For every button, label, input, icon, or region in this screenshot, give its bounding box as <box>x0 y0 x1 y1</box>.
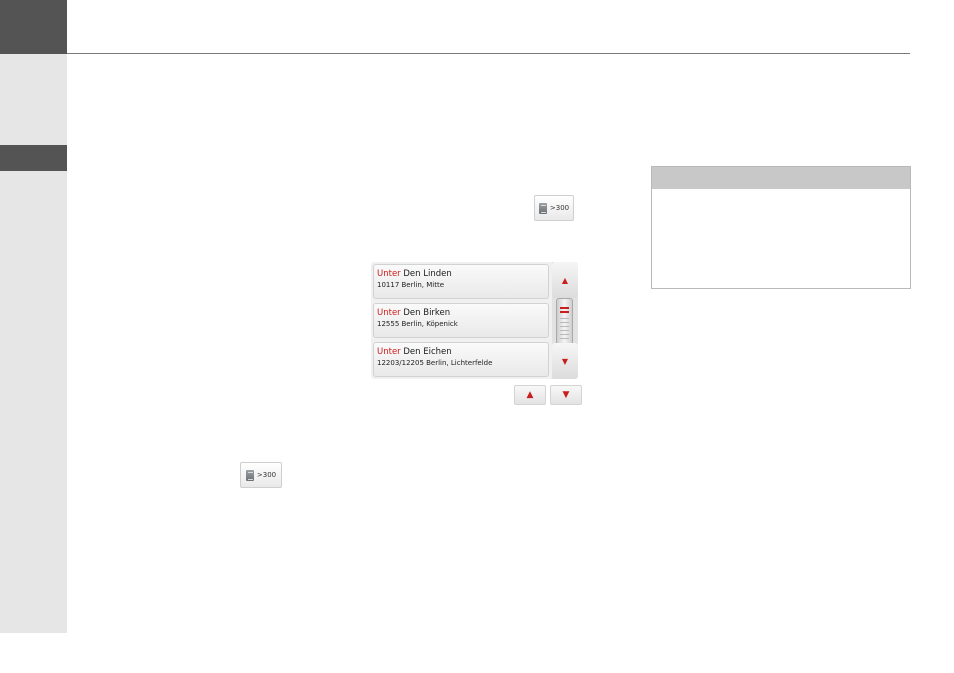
ridge-line <box>560 318 569 319</box>
list-count-label: >300 <box>549 204 570 212</box>
street-address: 10117 Berlin, Mitte <box>377 281 445 289</box>
document-icon <box>538 202 548 214</box>
street-name-rest: Den Linden <box>400 269 452 279</box>
document-icon <box>245 469 255 481</box>
scroll-thumb[interactable] <box>556 298 573 348</box>
chapter-tab-marker <box>0 145 67 171</box>
ridge-line <box>560 326 569 327</box>
grip-line <box>560 307 569 309</box>
list-item[interactable]: Unter Den Eichen 12203/12205 Berlin, Lic… <box>373 342 549 377</box>
street-name: Unter Den Birken <box>377 308 548 319</box>
arrow-up-icon: ▲ <box>526 390 534 400</box>
device-screen-result-list: Unter Den Linden 10117 Berlin, Mitte Unt… <box>371 262 578 379</box>
arrow-up-icon: ▲ <box>561 275 569 285</box>
list-count-label: >300 <box>256 471 277 479</box>
list-count-button-top[interactable]: >300 <box>534 195 574 221</box>
ridge-line <box>560 334 569 335</box>
header-rule <box>67 53 910 54</box>
street-name-rest: Den Eichen <box>400 347 452 357</box>
ridge-line <box>560 338 569 339</box>
grip-line <box>560 311 569 313</box>
ridge-line <box>560 330 569 331</box>
note-box <box>651 166 911 289</box>
arrow-down-icon: ▼ <box>562 390 570 400</box>
scrollbar[interactable]: ▲ ▼ <box>552 262 578 379</box>
list-item[interactable]: Unter Den Linden 10117 Berlin, Mitte <box>373 264 549 299</box>
search-match: Unter <box>377 308 401 318</box>
chapter-corner-block <box>0 0 67 54</box>
list-item[interactable]: Unter Den Birken 12555 Berlin, Köpenick <box>373 303 549 338</box>
ridge-line <box>560 322 569 323</box>
street-name-rest: Den Birken <box>400 308 451 318</box>
sidebar <box>0 0 67 633</box>
street-name: Unter Den Linden <box>377 269 548 280</box>
list-count-button-inline[interactable]: >300 <box>240 462 282 488</box>
street-address: 12555 Berlin, Köpenick <box>377 320 458 328</box>
search-match: Unter <box>377 347 401 357</box>
page-down-button[interactable]: ▼ <box>550 385 582 405</box>
page-up-button[interactable]: ▲ <box>514 385 546 405</box>
street-name: Unter Den Eichen <box>377 347 548 358</box>
scroll-down-button[interactable]: ▼ <box>552 343 578 379</box>
arrow-down-icon: ▼ <box>561 356 569 366</box>
street-address: 12203/12205 Berlin, Lichterfelde <box>377 359 493 367</box>
search-match: Unter <box>377 269 401 279</box>
note-header <box>652 167 910 189</box>
scroll-up-button[interactable]: ▲ <box>552 262 578 298</box>
